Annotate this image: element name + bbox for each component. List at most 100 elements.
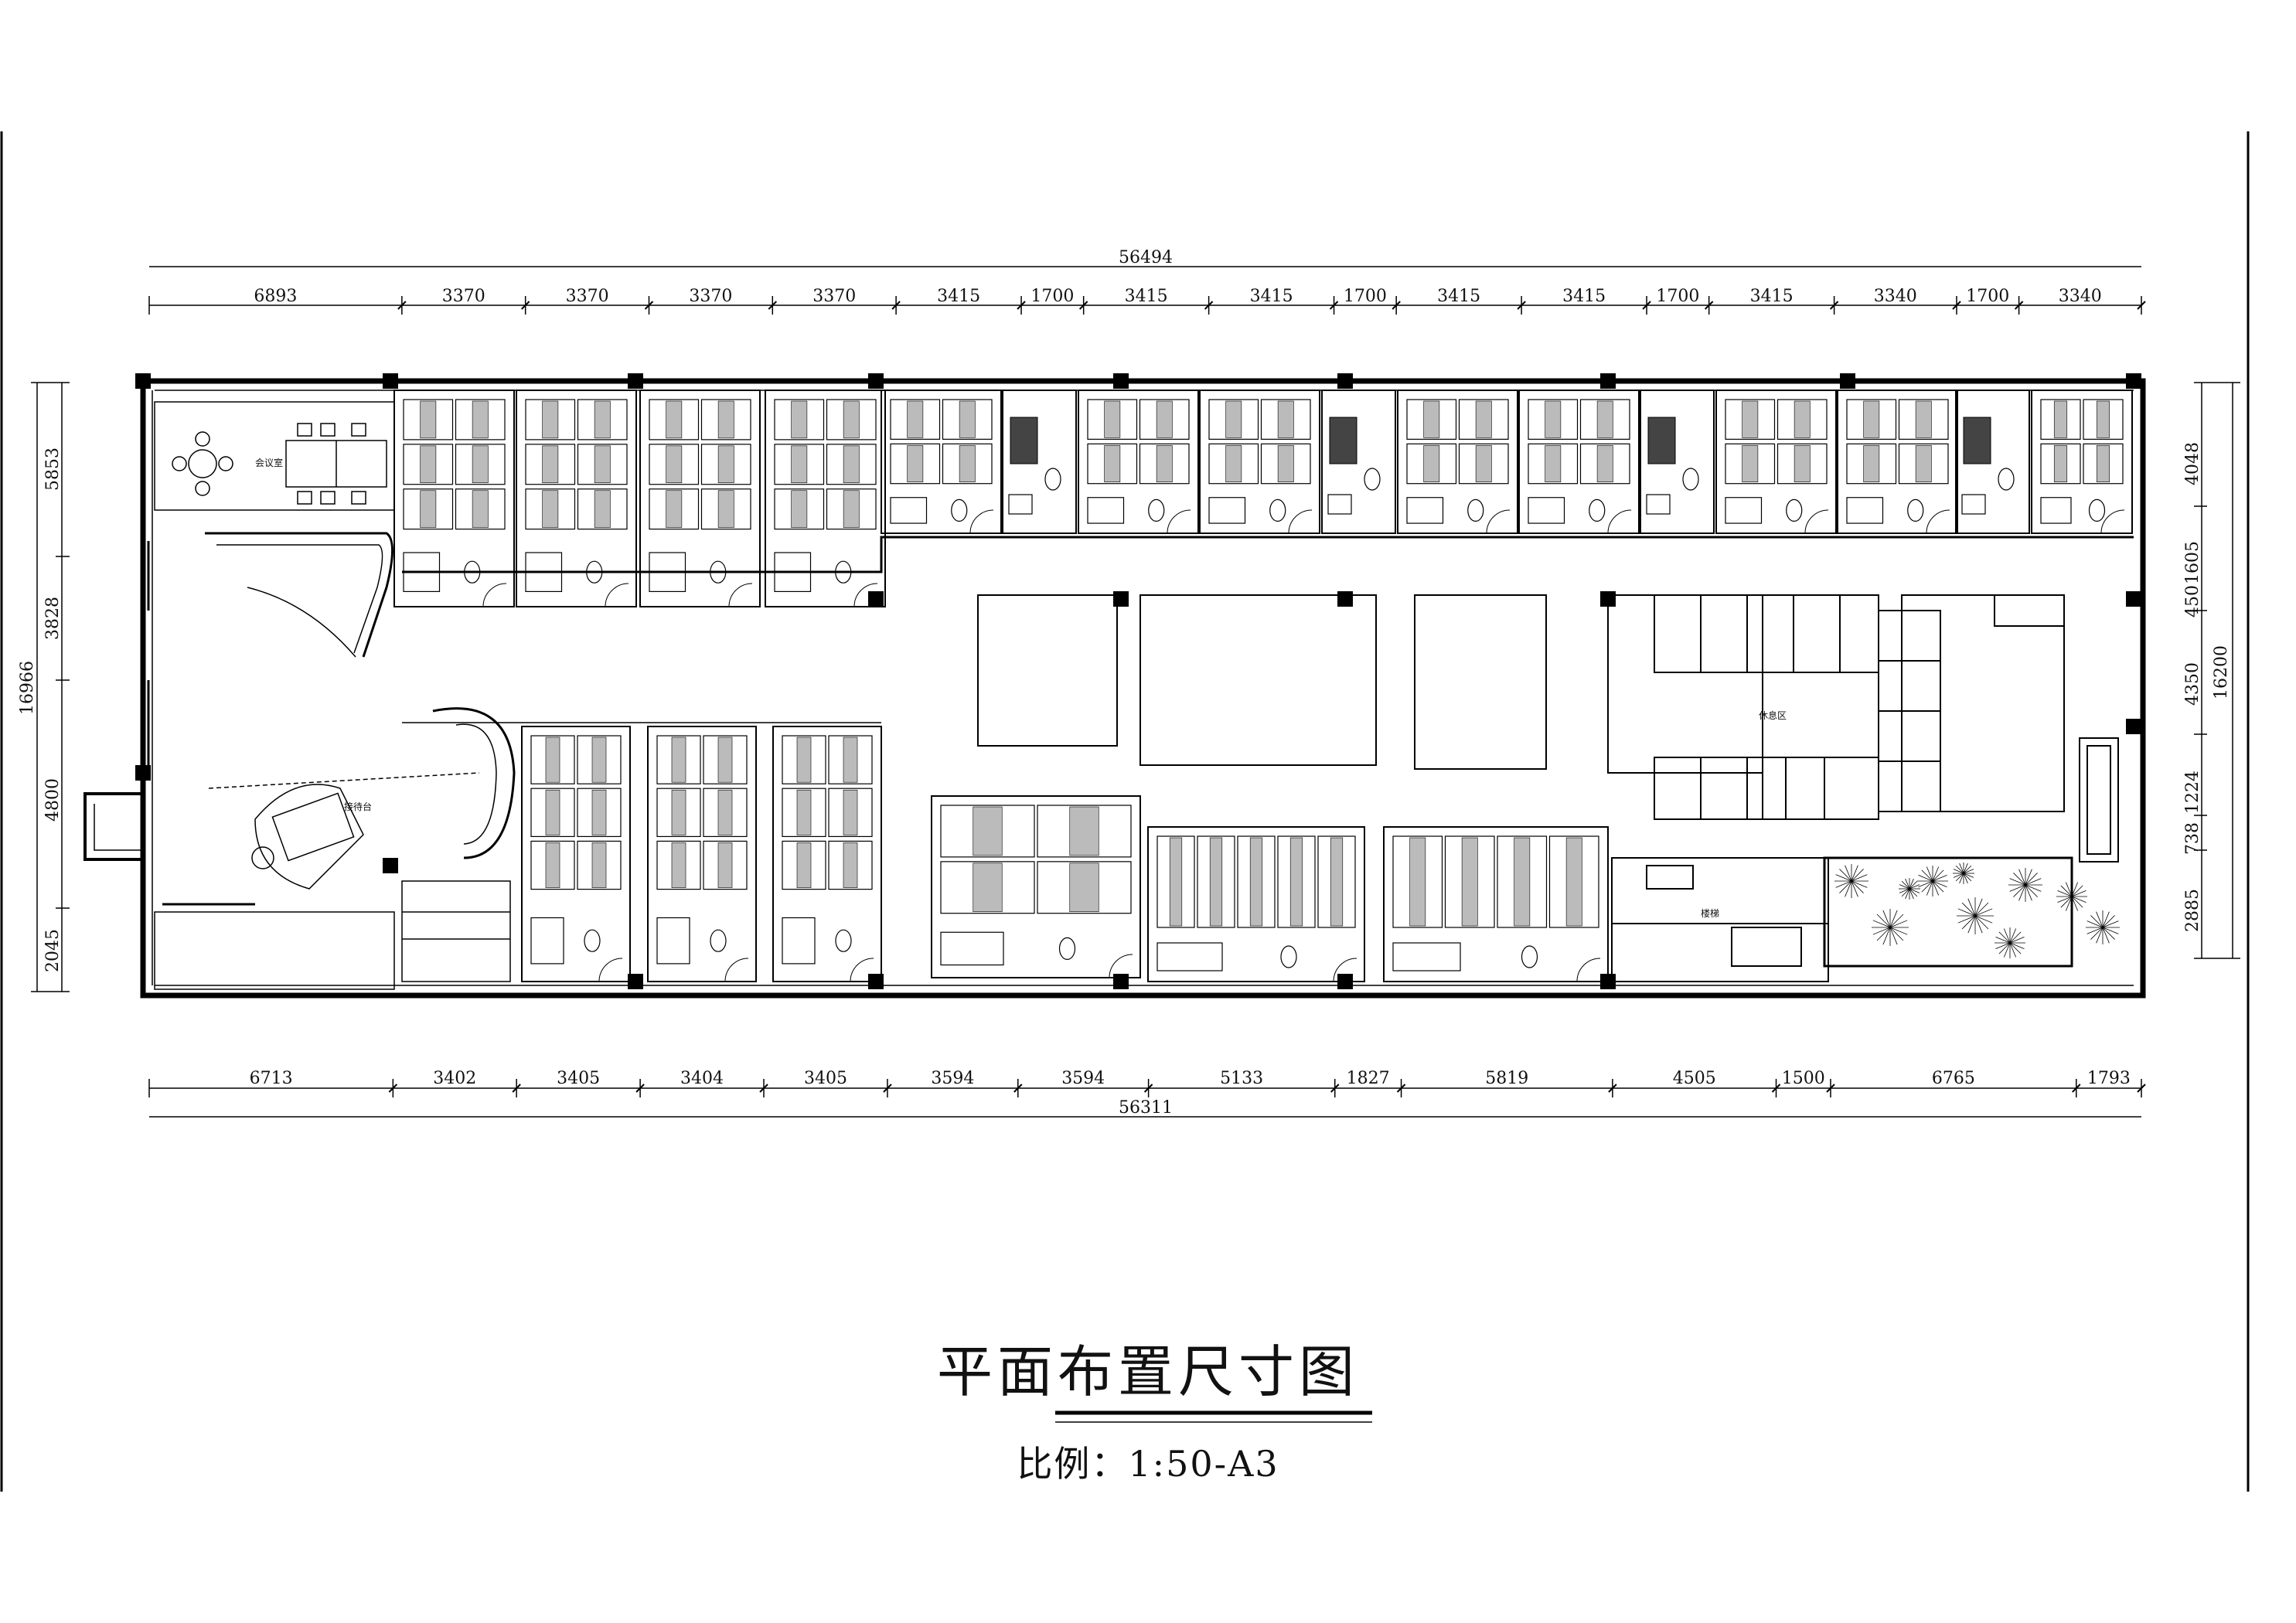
bed bbox=[940, 861, 1035, 914]
bed bbox=[1277, 835, 1316, 928]
bed bbox=[703, 735, 748, 784]
top-dimension-16: 1700 bbox=[1966, 287, 2009, 306]
column-5 bbox=[1113, 373, 1129, 389]
exterior-walls bbox=[140, 378, 2146, 999]
top-dimension-11: 3415 bbox=[1437, 287, 1480, 306]
bed bbox=[828, 788, 873, 838]
bottom-dimension-9: 1827 bbox=[1347, 1069, 1390, 1088]
bottom-dimension-13: 6765 bbox=[1932, 1069, 1975, 1088]
top-dimension-5: 3370 bbox=[812, 287, 856, 306]
top-dimension-6: 3415 bbox=[937, 287, 980, 306]
bottom-dimension-8: 5133 bbox=[1220, 1069, 1263, 1088]
top-total-dimension: 56494 bbox=[1119, 248, 1173, 267]
right-dimension-6: 738 bbox=[2183, 822, 2202, 855]
bed bbox=[525, 488, 576, 530]
bed bbox=[403, 488, 454, 530]
left-dimension-3: 4800 bbox=[43, 778, 63, 822]
column-10 bbox=[135, 765, 151, 781]
bed bbox=[455, 488, 506, 530]
plant-6 bbox=[2056, 881, 2087, 912]
plant-4 bbox=[1957, 897, 1994, 934]
bed bbox=[700, 488, 751, 530]
drawing-title: 平面布置尺寸图 bbox=[937, 1339, 1359, 1404]
bottom-room-4 bbox=[931, 795, 1141, 978]
bed bbox=[1458, 443, 1509, 485]
bed bbox=[1157, 835, 1195, 928]
plant-7 bbox=[2086, 910, 2120, 944]
bed bbox=[656, 840, 701, 890]
bed bbox=[774, 488, 825, 530]
bottom-dimension-14: 1793 bbox=[2087, 1069, 2131, 1088]
bottom-dimension-12: 1500 bbox=[1782, 1069, 1825, 1088]
bed bbox=[1444, 835, 1495, 928]
round-table bbox=[188, 449, 217, 478]
bed bbox=[1528, 443, 1579, 485]
bed bbox=[577, 444, 628, 485]
left-total-dimension: 16966 bbox=[18, 661, 37, 715]
top-room-5 bbox=[881, 390, 1002, 534]
bottom-dimension-4: 3404 bbox=[680, 1069, 724, 1088]
bed bbox=[530, 735, 575, 784]
bottom-dimension-chain bbox=[148, 1079, 2146, 1118]
top-room-16 bbox=[2031, 390, 2133, 534]
column-6 bbox=[1337, 373, 1353, 389]
entrance-porch bbox=[83, 792, 143, 861]
bed bbox=[942, 443, 993, 485]
hall-label: 休息区 bbox=[1759, 709, 1787, 721]
top-dimension-8: 3415 bbox=[1125, 287, 1168, 306]
plant-8 bbox=[1995, 927, 2025, 958]
column-4 bbox=[868, 373, 884, 389]
right-dimension-3: 1605 bbox=[2183, 541, 2202, 584]
top-room-13 bbox=[1715, 390, 1837, 534]
top-bathroom-2 bbox=[1002, 390, 1077, 534]
bed bbox=[1087, 399, 1138, 440]
column-3 bbox=[628, 373, 643, 389]
bed bbox=[1139, 443, 1190, 485]
bottom-dimension-6: 3594 bbox=[931, 1069, 974, 1088]
bed bbox=[403, 444, 454, 485]
bottom-dimension-3: 3405 bbox=[557, 1069, 600, 1088]
bed bbox=[1528, 399, 1579, 440]
column-18 bbox=[1113, 591, 1129, 607]
bottom-total-dimension: 56311 bbox=[1119, 1098, 1173, 1118]
bed bbox=[530, 788, 575, 838]
bed bbox=[826, 444, 877, 485]
reception-label: 接待台 bbox=[344, 801, 372, 812]
stair-label: 楼梯 bbox=[1701, 907, 1719, 919]
bed bbox=[1208, 443, 1259, 485]
bed bbox=[1777, 399, 1828, 440]
top-dimension-1: 6893 bbox=[254, 287, 297, 306]
bed bbox=[1037, 861, 1132, 914]
bed bbox=[1846, 443, 1897, 485]
plant-2 bbox=[1872, 909, 1909, 946]
bed bbox=[940, 805, 1035, 858]
column-21 bbox=[2126, 591, 2141, 607]
bed bbox=[403, 399, 454, 441]
column-2 bbox=[383, 373, 398, 389]
lobby-area bbox=[147, 401, 516, 990]
bed bbox=[2040, 443, 2081, 485]
bed bbox=[703, 840, 748, 890]
bed bbox=[656, 788, 701, 838]
left-dimension-1: 5853 bbox=[43, 447, 63, 491]
bed bbox=[1725, 399, 1776, 440]
bed bbox=[1406, 443, 1457, 485]
bed bbox=[1846, 399, 1897, 440]
left-dimension-2: 3828 bbox=[43, 597, 63, 640]
bed bbox=[530, 840, 575, 890]
top-dimension-7: 1700 bbox=[1030, 287, 1074, 306]
column-19 bbox=[1337, 591, 1353, 607]
bed bbox=[1237, 835, 1276, 928]
plant-5 bbox=[2008, 868, 2042, 902]
top-dimension-17: 3340 bbox=[2059, 287, 2102, 306]
column-22 bbox=[2126, 719, 2141, 734]
bed bbox=[577, 840, 622, 890]
bed bbox=[700, 399, 751, 441]
right-dimension-7: 2885 bbox=[2183, 889, 2202, 932]
column-11 bbox=[383, 858, 398, 873]
meeting-room-label: 会议室 bbox=[255, 457, 283, 468]
bed bbox=[577, 488, 628, 530]
